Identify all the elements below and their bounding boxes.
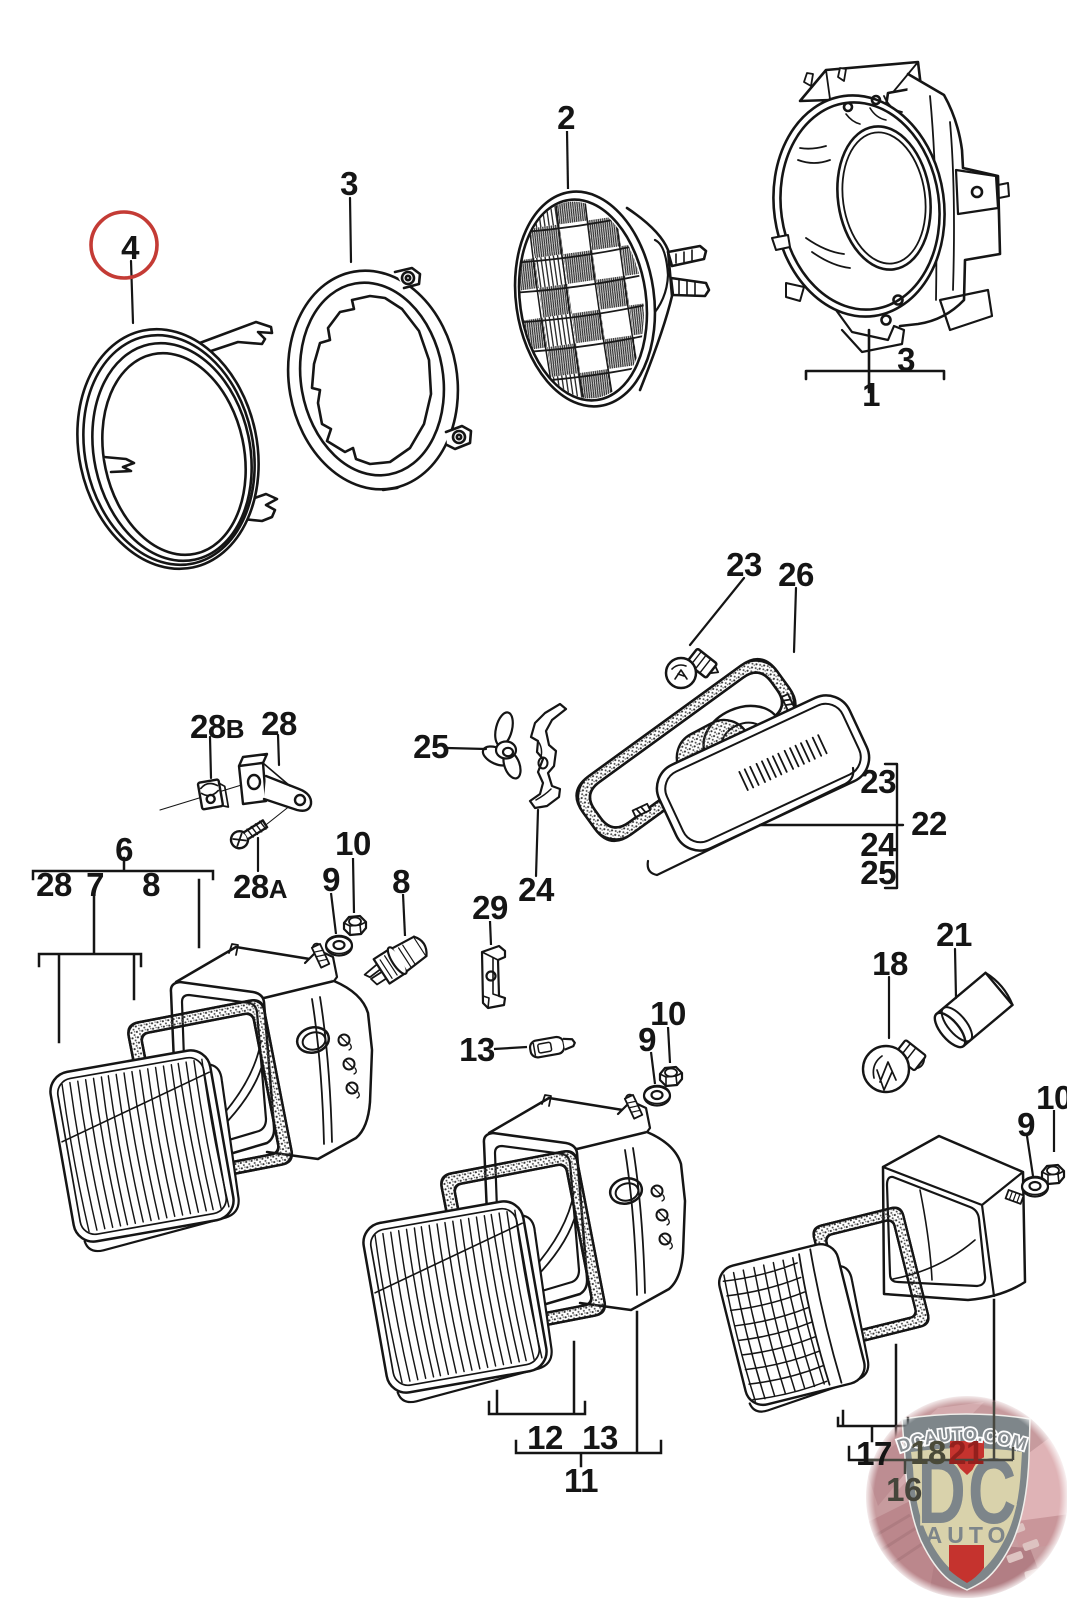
svg-text:13: 13 xyxy=(459,1031,495,1068)
svg-text:12: 12 xyxy=(527,1419,563,1456)
svg-text:8: 8 xyxy=(392,863,410,900)
svg-text:3: 3 xyxy=(340,165,358,202)
svg-text:24: 24 xyxy=(860,826,897,863)
svg-text:24: 24 xyxy=(518,871,555,908)
svg-text:28B: 28B xyxy=(190,708,244,745)
svg-text:28: 28 xyxy=(261,705,297,742)
svg-text:28A: 28A xyxy=(233,868,288,905)
svg-text:28: 28 xyxy=(36,866,72,903)
svg-text:2: 2 xyxy=(557,99,575,136)
svg-text:8: 8 xyxy=(142,866,160,903)
svg-text:23: 23 xyxy=(726,546,762,583)
svg-text:3: 3 xyxy=(897,341,915,378)
svg-text:23: 23 xyxy=(860,763,896,800)
svg-text:26: 26 xyxy=(778,556,814,593)
svg-text:4: 4 xyxy=(121,229,140,266)
svg-text:10: 10 xyxy=(650,995,686,1032)
svg-text:DC: DC xyxy=(917,1440,1018,1543)
svg-text:6: 6 xyxy=(115,831,133,868)
svg-text:9: 9 xyxy=(638,1021,656,1058)
svg-text:1: 1 xyxy=(862,376,880,413)
svg-text:11: 11 xyxy=(564,1462,598,1499)
svg-text:9: 9 xyxy=(1017,1106,1035,1143)
svg-text:16: 16 xyxy=(886,1471,922,1508)
svg-text:7: 7 xyxy=(86,866,104,903)
svg-text:29: 29 xyxy=(472,889,508,926)
svg-text:25: 25 xyxy=(860,854,896,891)
svg-text:21: 21 xyxy=(936,916,972,953)
svg-text:AUTO: AUTO xyxy=(926,1522,1011,1548)
svg-text:22: 22 xyxy=(911,805,947,842)
svg-text:17: 17 xyxy=(856,1435,892,1472)
svg-text:10: 10 xyxy=(1036,1079,1067,1116)
svg-text:21: 21 xyxy=(948,1434,984,1471)
svg-text:13: 13 xyxy=(582,1419,618,1456)
svg-text:18: 18 xyxy=(910,1434,946,1471)
svg-text:10: 10 xyxy=(335,825,371,862)
svg-text:25: 25 xyxy=(413,728,449,765)
svg-text:9: 9 xyxy=(322,861,340,898)
svg-text:18: 18 xyxy=(872,945,908,982)
